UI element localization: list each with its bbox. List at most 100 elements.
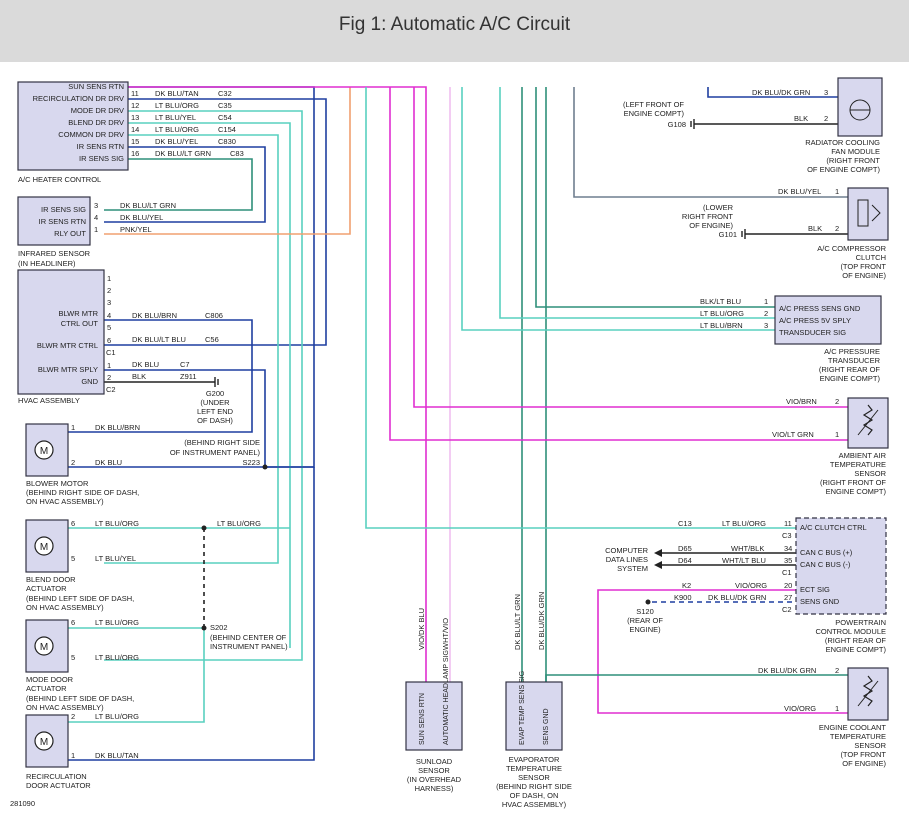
wire-color-label: DK BLU/LT GRN [513, 594, 522, 650]
ground-location: LEFT END [197, 407, 234, 416]
splice-location: (BEHIND CENTER OF [210, 633, 287, 642]
pin-number: 3 [764, 321, 768, 330]
pin-number: 5 [107, 323, 111, 332]
wire-color-label: DK BLU/TAN [155, 89, 199, 98]
component-location: (RIGHT FRONT OF [820, 478, 886, 487]
circuit-label: D65 [678, 544, 692, 553]
wire-color-label: LT BLU/YEL [155, 113, 196, 122]
wire-lt-blu-org-c13 [365, 87, 810, 529]
component-location: ON HVAC ASSEMBLY) [26, 497, 104, 506]
wire-color-label: LT BLU/ORG [95, 618, 139, 627]
component-name: AMBIENT AIR [839, 451, 887, 460]
wire-dk-blu-yel-comp [573, 87, 850, 198]
compressor-box [847, 187, 889, 241]
pin-label: CAN C BUS (-) [800, 560, 851, 569]
splice-s223 [262, 464, 268, 470]
component-name: EVAPORATOR [509, 755, 560, 764]
component-name: DOOR ACTUATOR [26, 781, 91, 790]
circuit-label: C35 [218, 101, 232, 110]
pin-number: 4 [107, 311, 111, 320]
motor-icon: M [34, 536, 54, 556]
wire-vio-org [597, 589, 850, 714]
motor-icon: M [34, 731, 54, 751]
component-location: OF DASH, ON [510, 791, 559, 800]
component-name: SENSOR [854, 469, 886, 478]
circuit-label: D64 [678, 556, 692, 565]
wire-color-label: LT BLU/ORG [155, 125, 199, 134]
wire-color-label: BLK [794, 114, 808, 123]
ground-location: OF ENGINE) [689, 221, 733, 230]
pin-number: 3 [94, 201, 98, 210]
wire-color-label: DK BLU/LT GRN [155, 149, 211, 158]
pin-number: 3 [107, 298, 111, 307]
component-name: INFRARED SENSOR [18, 249, 91, 258]
system-label: SYSTEM [617, 564, 648, 573]
wire-color-label: DK BLU/BRN [95, 423, 140, 432]
wire-color-label: DK BLU/LT GRN [120, 201, 176, 210]
wire-color-label: LT BLU/ORG [217, 519, 261, 528]
infrared-sensor-box [17, 196, 91, 246]
pin-label: IR SENS SIG [79, 154, 124, 163]
motor-icon: M [34, 440, 54, 460]
wire-color-label: LT BLU/ORG [722, 519, 766, 528]
wire-color-label: LT BLU/YEL [95, 554, 136, 563]
component-location: HVAC ASSEMBLY) [502, 800, 567, 809]
component-name: POWERTRAIN [835, 618, 886, 627]
pin-number: 16 [131, 149, 139, 158]
pin-number: 2 [835, 666, 839, 675]
pin-number: 2 [824, 114, 828, 123]
pin-label: SUN SENS RTN [68, 82, 124, 91]
pin-label: SENS GND [800, 597, 840, 606]
splice-s202 [201, 625, 207, 631]
recirc-door-box [25, 714, 69, 768]
wire-color-label: DK BLU/YEL [155, 137, 198, 146]
component-location: ON HVAC ASSEMBLY) [26, 603, 104, 612]
figure-header: Fig 1: Automatic A/C Circuit [0, 0, 909, 62]
pin-number: 1 [835, 704, 839, 713]
component-location: (IN HEADLINER) [18, 259, 76, 268]
component-location: (TOP FRONT [840, 262, 886, 271]
circuit-label: C54 [218, 113, 232, 122]
circuit-label: Z911 [180, 372, 197, 381]
pin-number: 4 [94, 213, 98, 222]
wire-color-label: DK BLU/LT BLU [132, 335, 186, 344]
fan-motor-icon [849, 99, 871, 121]
pin-number: 34 [784, 544, 792, 553]
pressure-transducer-box [774, 295, 882, 345]
component-location: ENGINE COMPT) [826, 645, 887, 654]
wire-color-label: LT BLU/ORG [155, 101, 199, 110]
rad-fan-box [837, 77, 883, 137]
circuit-label: C56 [205, 335, 219, 344]
component-name: A/C HEATER CONTROL [18, 175, 101, 184]
component-location: (RIGHT REAR OF [825, 636, 887, 645]
wire-color-label: BLK/LT BLU [700, 297, 741, 306]
wire-dk-blu-c7 [104, 369, 266, 467]
wire-color-label: VIO/ORG [735, 581, 767, 590]
svg-text:M: M [40, 642, 48, 653]
pin-number: 5 [71, 554, 75, 563]
hvac-assembly-box [17, 269, 105, 395]
pin-number: 1 [835, 187, 839, 196]
arrow-icon [654, 549, 662, 557]
component-location: (IN OVERHEAD [407, 775, 462, 784]
ground-location: OF DASH) [197, 416, 233, 425]
circuit-label: C830 [218, 137, 236, 146]
ground-icon [690, 119, 695, 129]
wire-lt-blu-org-c35 [104, 110, 303, 661]
wire-dk-blu-yel [104, 146, 266, 223]
component-name: SENSOR [418, 766, 450, 775]
pin-label: MODE DR DRV [71, 106, 124, 115]
wire-mode-6 [68, 627, 205, 723]
wire-lt-blu-org-c154 [104, 134, 279, 564]
component-name: BLEND DOOR [26, 575, 76, 584]
splice-label: S120 [636, 607, 654, 616]
component-name: SENSOR [518, 773, 550, 782]
pin-number: 1 [107, 274, 111, 283]
pin-number: 2 [835, 397, 839, 406]
splice-s120 [645, 599, 651, 605]
component-name: ENGINE COOLANT [819, 723, 887, 732]
ground-label: G108 [668, 120, 686, 129]
wire-color-label: LT BLU/BRN [700, 321, 743, 330]
pin-label: BLEND DR DRV [68, 118, 124, 127]
component-location: (RIGHT REAR OF [819, 365, 881, 374]
